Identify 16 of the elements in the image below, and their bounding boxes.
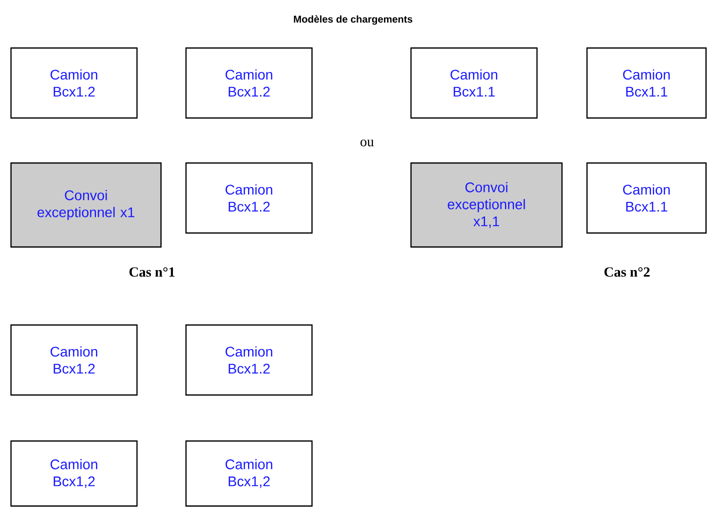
- box: Camion Bcx1.2: [10, 47, 138, 119]
- box: Camion Bcx1.2: [185, 47, 313, 119]
- case-label: Cas n°1: [129, 267, 174, 277]
- box: Camion Bcx1.1: [586, 162, 707, 234]
- title: Modèles de chargements: [294, 15, 412, 25]
- conjunction-label: ou: [360, 140, 374, 146]
- box: Camion Bcx1.1: [410, 47, 538, 119]
- box: Camion Bcx1.1: [586, 47, 707, 119]
- box: Camion Bcx1.2: [10, 324, 138, 396]
- case-label: Cas n°2: [604, 267, 650, 277]
- box: Camion Bcx1,2: [185, 440, 313, 507]
- shaded-box: Convoi exceptionnel x1,1: [410, 162, 563, 248]
- box: Camion Bcx1.2: [185, 324, 313, 396]
- shaded-box: Convoi exceptionnel x1: [10, 162, 162, 248]
- box: Camion Bcx1.2: [185, 162, 313, 234]
- box: Camion Bcx1,2: [10, 440, 138, 507]
